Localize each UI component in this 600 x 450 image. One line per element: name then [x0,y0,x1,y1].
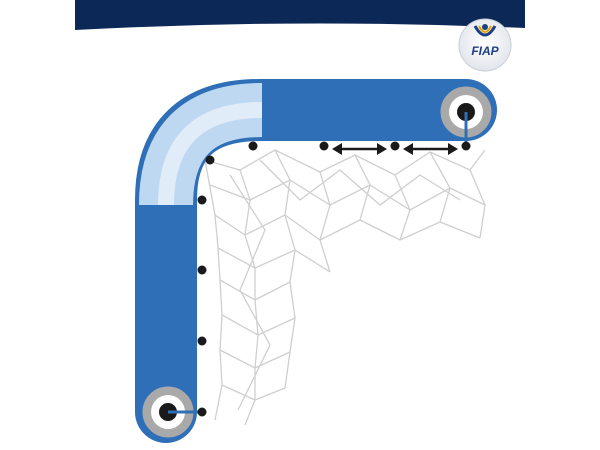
attachment-point [319,141,329,151]
end-cap-top-right [437,83,495,146]
attachment-point [197,407,207,417]
fiap-logo-icon [473,24,497,37]
attachment-point [205,155,215,165]
attachment-point [390,141,400,151]
attachment-point [197,265,207,275]
spacing-arrow [403,143,458,155]
header-banner [75,0,525,30]
attachment-point [461,141,471,151]
spacing-arrow [332,143,387,155]
bent-tube-frame [135,79,497,443]
attachment-point [197,195,207,205]
logo-text: FIAP [471,44,499,58]
end-cap-bottom-left [139,383,202,441]
attachment-point [197,336,207,346]
fiap-logo: FIAP [458,18,512,72]
spacing-arrows [332,143,458,155]
net-mesh [204,149,486,426]
net-attachment-points [197,141,471,417]
attachment-point [248,141,258,151]
